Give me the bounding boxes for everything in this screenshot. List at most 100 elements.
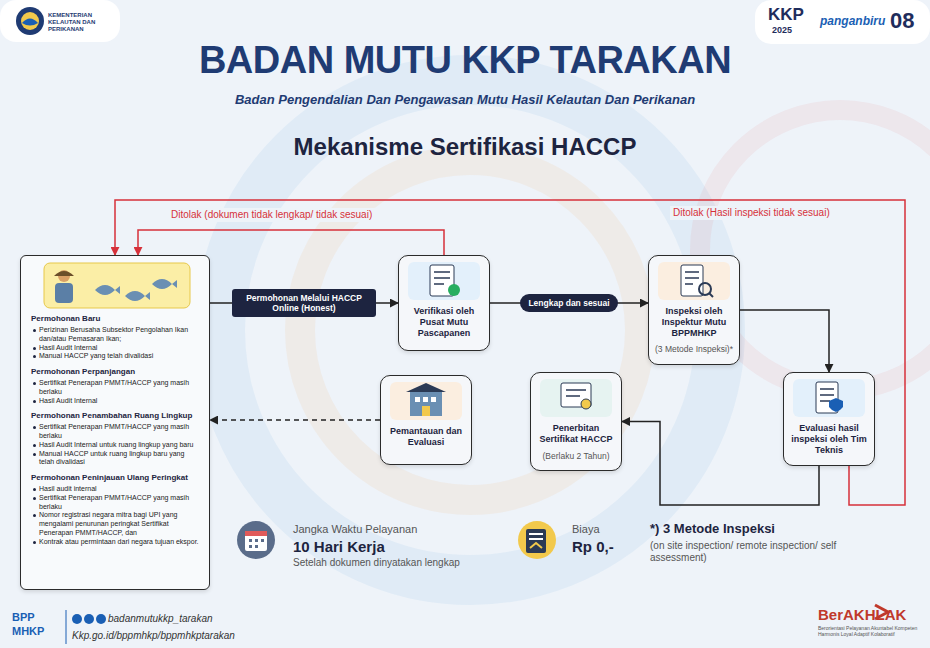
logo-text: 08 [890,8,914,34]
calendar-icon [237,521,275,559]
applicant-illustration [152,279,177,289]
monitoring-icon [423,397,428,402]
list-item: Sertifikat Penerapan PMMT/HACCP yang mas… [31,494,201,512]
process-box: Evaluasi hasil inspeksi oleh Tim Teknis [783,372,875,466]
subtitle: Badan Pengendalian Dan Pengawasan Mutu H… [0,92,930,108]
certificate-icon [561,383,591,407]
verification-icon [434,272,450,284]
applicant-illustration [44,263,190,308]
cost-icon [518,521,556,559]
section-heading: Permohonan Penambahan Ruang Lingkup [31,411,201,421]
social-handle: badanmutukkp_tarakan [108,613,213,625]
list-item: Hasil Audit Internal [31,344,201,353]
inspection-icon [699,283,711,295]
page-title: BADAN MUTU KKP TARAKAN [0,38,930,84]
node-text: Inspeksi oleh Inspektur Mutu BPPMHKP [655,306,733,338]
logo-text: 2025 [772,25,792,36]
connector [115,200,905,505]
logo-panel [755,0,930,44]
applicant-illustration [125,291,150,301]
cost-icon [518,521,556,559]
calendar-icon [255,539,258,542]
applicant-illustration [55,283,73,303]
node-text: Pemantauan dan Evaluasi [387,426,465,448]
list-item: Hasil Audit Internal untuk ruang lingkup… [31,441,201,450]
evaluation-icon [816,382,838,413]
website: Kkp.go.id/bppmhkp/bppmhkptarakan [72,630,235,642]
section-heading: Permohonan Peninjauan Ulang Peringkat [31,473,201,483]
process-box: Pemantauan dan Evaluasi [380,375,472,465]
monitoring-icon [415,397,420,402]
cost-icon [526,529,546,553]
list-item: Hasil Audit Internal [31,397,201,406]
inspection-icon [685,272,699,284]
evaluation-icon [829,398,843,412]
calendar-icon [245,531,267,536]
monitoring-icon [390,382,462,420]
connector [210,419,380,421]
cost-icon [530,543,542,548]
list-item: Sertifikat Penerapan PMMT/HACCP yang mas… [31,423,201,441]
requirements-panel: Permohonan BaruPerizinan Berusaha Subsek… [20,255,210,590]
logo-tagline: Berorientasi Pelayanan Akuntabel Kompete… [818,625,924,637]
calendar-icon [249,545,252,548]
verification-icon [448,284,460,296]
section-heading: Permohonan Baru [31,314,201,324]
cost-icon [529,533,543,535]
footnote-title: *) 3 Metode Inspeksi [650,521,775,537]
process-box: Verifikasi oleh Pusat Mutu Pascapanen [398,255,490,351]
list-item: Kontrak atau permintaan dari negara tuju… [31,538,201,547]
footer-logo [66,610,67,644]
info-label: Jangka Waktu Pelayanan [293,523,417,536]
logo-text: BerAKHLAK [818,606,906,624]
section-heading: Permohonan Perpanjangan [31,367,201,377]
cost-icon [529,538,543,540]
list-item: Nomor registrasi negara mitra bagi UPI y… [31,511,201,537]
calendar-icon [249,539,252,542]
applicant-illustration [54,271,74,276]
calendar-icon [261,539,264,542]
ministry-logo [16,7,44,35]
certificate-icon [581,399,591,409]
certificate-icon [540,379,612,417]
list-item: Sertifikat Penerapan PMMT/HACCP yang mas… [31,379,201,397]
process-box: Penerbitan Sertifikat HACCP (Berlaku 2 Ta… [530,372,622,471]
footer-logo [72,614,82,624]
ministry-logo [21,12,39,30]
ministry-name: KEMENTERIAN KELAUTAN DAN PERIKANAN [48,12,112,34]
calendar-icon [255,545,258,548]
monitoring-icon [431,397,436,402]
info-label: Biaya [572,523,600,536]
logo-text: KKP [768,5,804,25]
verification-icon [430,265,454,296]
verification-icon [408,262,480,300]
node-text: (3 Metode Inspeksi)* [655,344,733,354]
node-text: (Berlaku 2 Tahun) [537,451,615,461]
evaluation-icon [793,379,865,417]
inspection-icon [658,262,730,300]
list-item: Perizinan Berusaha Subsektor Pengolahan … [31,326,201,344]
list-item: Manual HACCP yang telah divalidasi [31,352,201,361]
heading: Mekanisme Sertifikasi HACCP [0,133,930,162]
logo-text: panganbiru [820,14,885,28]
footnote-text: (on site inspection/ remote inspection/ … [650,540,855,564]
info-value: 10 Hari Kerja [293,538,385,556]
inspection-icon [658,262,730,300]
monitoring-icon [422,406,430,416]
calendar-icon [245,531,267,551]
verification-icon [408,262,480,300]
edge-label: Lengkap dan sesuai [520,294,617,312]
list-item: Hasil audit internal [31,485,201,494]
node-text: Penerbitan Sertifikat HACCP [537,423,615,445]
logo-panel [0,0,120,42]
info-value: Rp 0,- [572,538,614,556]
edge-label: Ditolak (Hasil inspeksi tidak sesuai) [670,206,833,220]
inspection-icon [709,293,713,297]
applicant-illustration [95,285,120,295]
certificate-icon [540,379,612,417]
applicant-illustration [58,270,70,282]
monitoring-icon [390,382,462,420]
node-text: Evaluasi hasil inspeksi oleh Tim Teknis [790,423,868,455]
